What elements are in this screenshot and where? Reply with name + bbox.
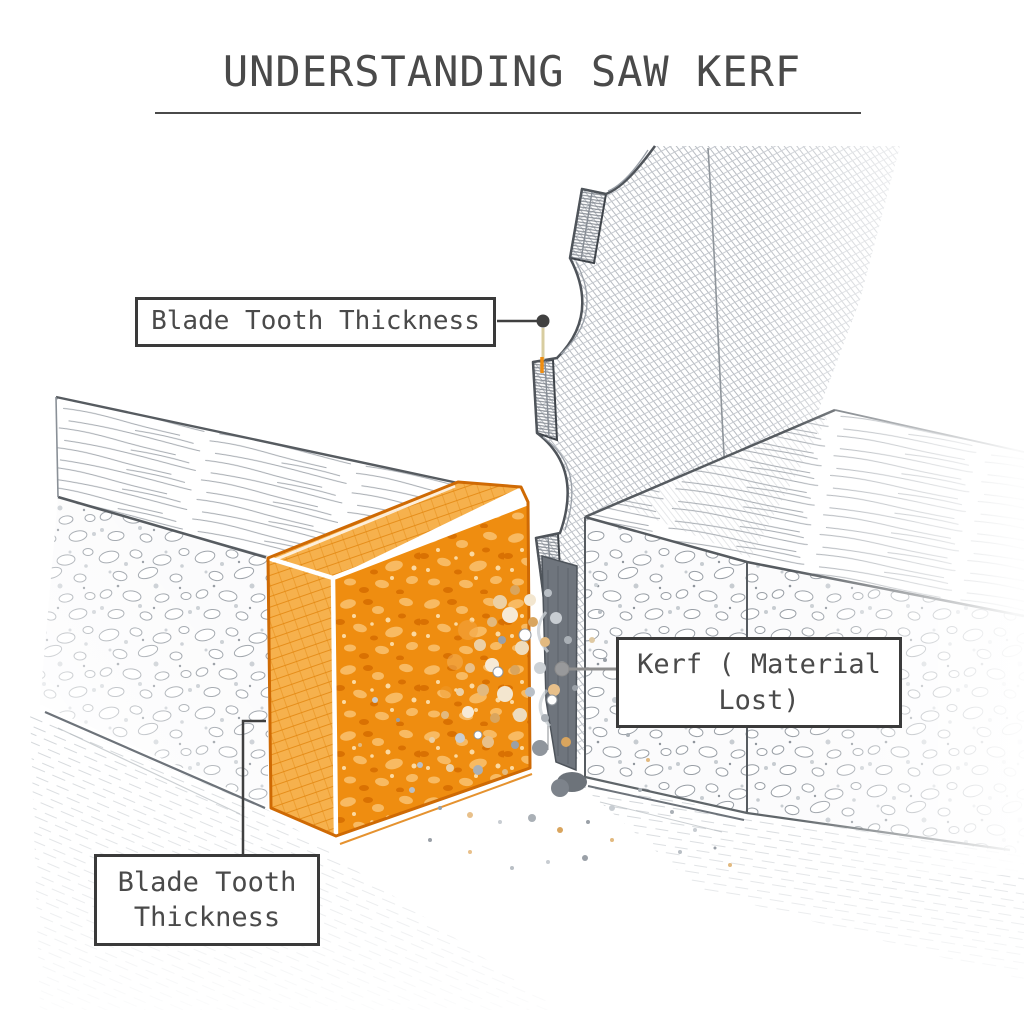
label-text-line1: Kerf ( Material (637, 649, 881, 681)
label-text-line2: Lost) (718, 684, 800, 716)
leader-line-blade-tooth-top (497, 314, 550, 373)
label-text-line1: Blade Tooth (117, 866, 297, 898)
label-blade-tooth-thickness-bottom: Blade Tooth Thickness (94, 854, 320, 946)
label-blade-tooth-thickness-top: Blade Tooth Thickness (135, 297, 496, 347)
leader-line-blade-tooth-bottom (241, 719, 266, 856)
left-board (40, 395, 459, 815)
title-underline (155, 112, 861, 114)
right-board (580, 395, 1024, 875)
label-kerf-material-lost: Kerf ( Material Lost) (616, 637, 902, 728)
diagram-title: UNDERSTANDING SAW KERF (222, 47, 802, 96)
sawdust-spray (358, 583, 732, 870)
leader-line-kerf (554, 661, 616, 677)
label-text: Blade Tooth Thickness (151, 306, 480, 337)
kerf-highlight-slab (265, 480, 534, 845)
label-text-line2: Thickness (133, 902, 281, 933)
